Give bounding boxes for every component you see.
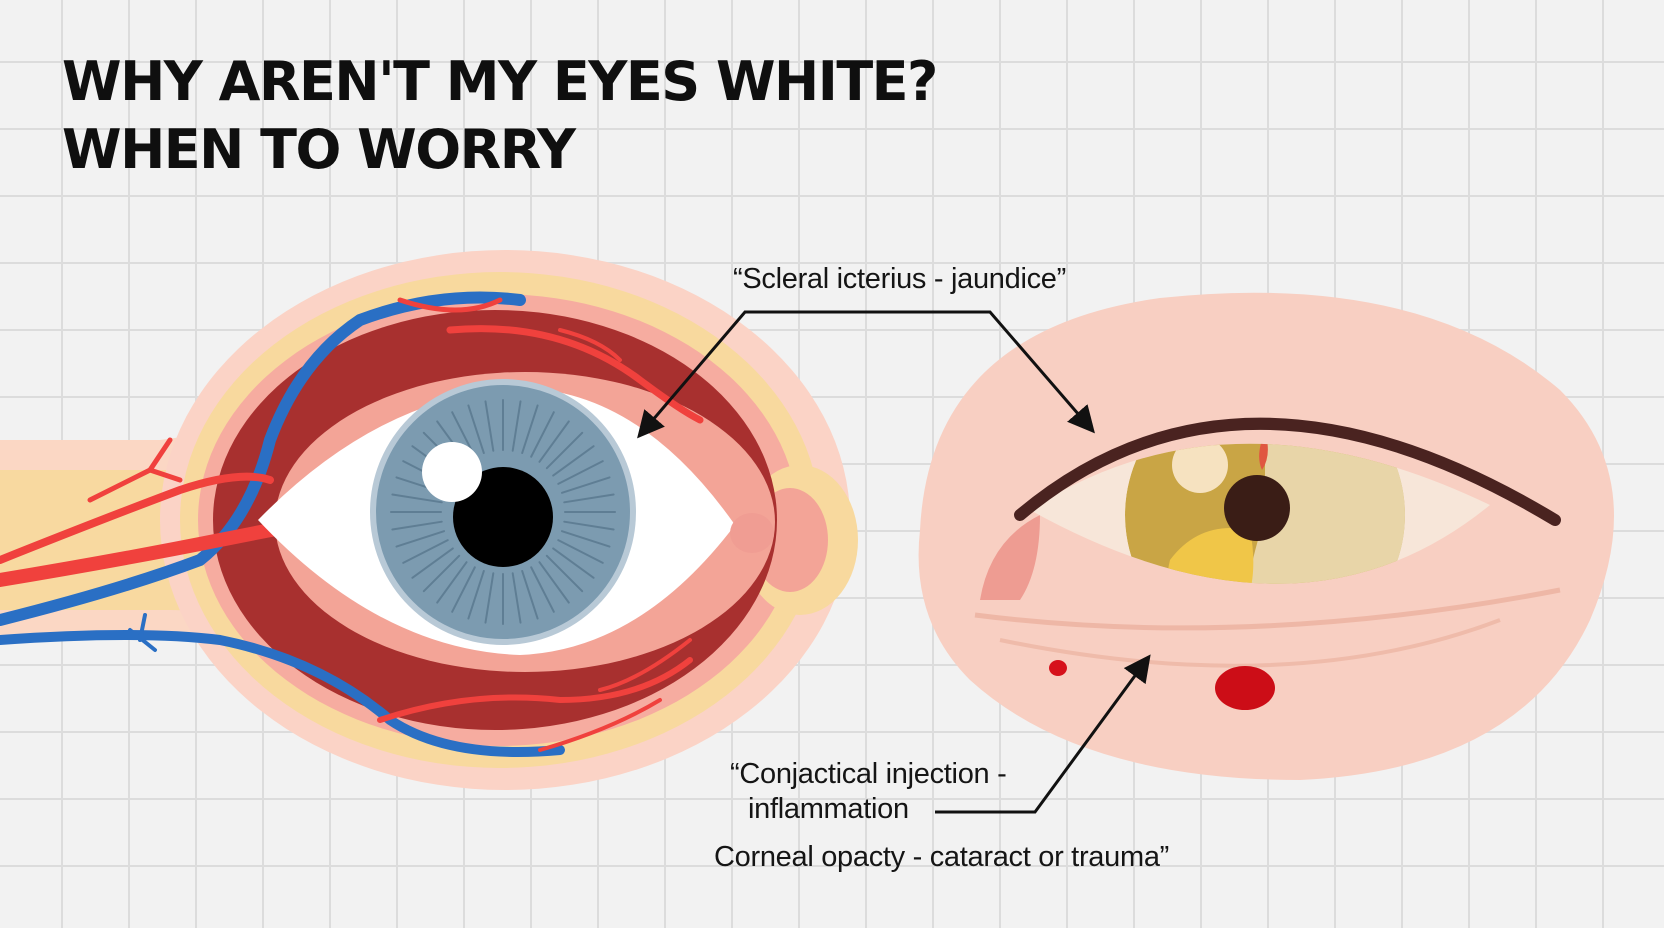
corneal-opacity-label: Corneal opacty - cataract or trauma” <box>714 841 1169 873</box>
inner-canthus <box>980 515 1040 600</box>
iris-fiber <box>391 493 443 504</box>
iris-fiber <box>557 539 604 564</box>
iris-fiber <box>560 476 611 494</box>
page-title: WHY AREN'T MY EYES WHITE? WHEN TO WORRY <box>62 48 938 184</box>
iris-fiber <box>411 547 454 579</box>
pupil-right <box>1224 475 1290 541</box>
arrow-to-right-eyelid <box>880 310 1095 434</box>
iris-fiber <box>530 411 555 458</box>
iris-fiber <box>521 404 539 455</box>
arrow-to-left-sclera <box>637 310 880 439</box>
iris-fiber <box>557 460 604 485</box>
iris-fiber <box>521 569 539 620</box>
iris-fiber <box>467 569 485 620</box>
iris-fiber <box>545 431 584 470</box>
title-line-1: WHY AREN'T MY EYES WHITE? <box>62 50 938 113</box>
iris-fiber <box>560 530 611 548</box>
annotation-arrows <box>637 310 1151 814</box>
scleral-icterus-label: “Scleral icterius - jaundice” <box>733 263 1066 295</box>
iris-fiber <box>422 554 461 593</box>
iris-fiber <box>538 420 570 463</box>
blood-vessels <box>0 291 704 757</box>
iris-fiber <box>552 547 595 579</box>
iris-highlight-right <box>1172 443 1228 493</box>
tear-duct <box>730 513 774 553</box>
title-line-2: WHEN TO WORRY <box>62 118 576 181</box>
pupil <box>453 467 553 567</box>
iris-fiber <box>511 400 522 452</box>
iris-highlight <box>422 442 482 502</box>
lower-lid-rim <box>999 618 1501 668</box>
iris-fiber <box>538 561 570 604</box>
upper-eyelid-line <box>1014 417 1561 526</box>
red-spot-small <box>1049 660 1067 676</box>
iris-fiber <box>484 572 495 624</box>
red-vessel-drop <box>1259 443 1268 470</box>
iris-fiber <box>395 530 446 548</box>
iris-fiber <box>563 493 615 504</box>
iris-fiber <box>545 554 584 593</box>
conjunctival-injection-label: “Conjactical injection - <box>730 758 1007 790</box>
iris-fiber <box>391 520 443 531</box>
iris-fibers <box>390 399 616 625</box>
inflammation-label: inflammation <box>748 793 909 825</box>
iris-fiber <box>467 404 485 455</box>
iris-fiber <box>436 561 468 604</box>
iris-fiber <box>511 572 522 624</box>
red-spot-large <box>1215 666 1275 710</box>
iris-fiber <box>484 400 495 452</box>
iris-fiber <box>563 520 615 531</box>
jaundiced-eye-icon <box>918 292 1614 780</box>
iris-fiber <box>530 566 555 613</box>
iris-fiber <box>402 539 449 564</box>
anatomical-eye-icon <box>0 250 858 790</box>
lower-lid-fold <box>974 587 1561 631</box>
iris-fiber <box>552 445 595 477</box>
arrow-to-lower-lid <box>935 654 1151 814</box>
iris-fiber <box>451 566 476 613</box>
